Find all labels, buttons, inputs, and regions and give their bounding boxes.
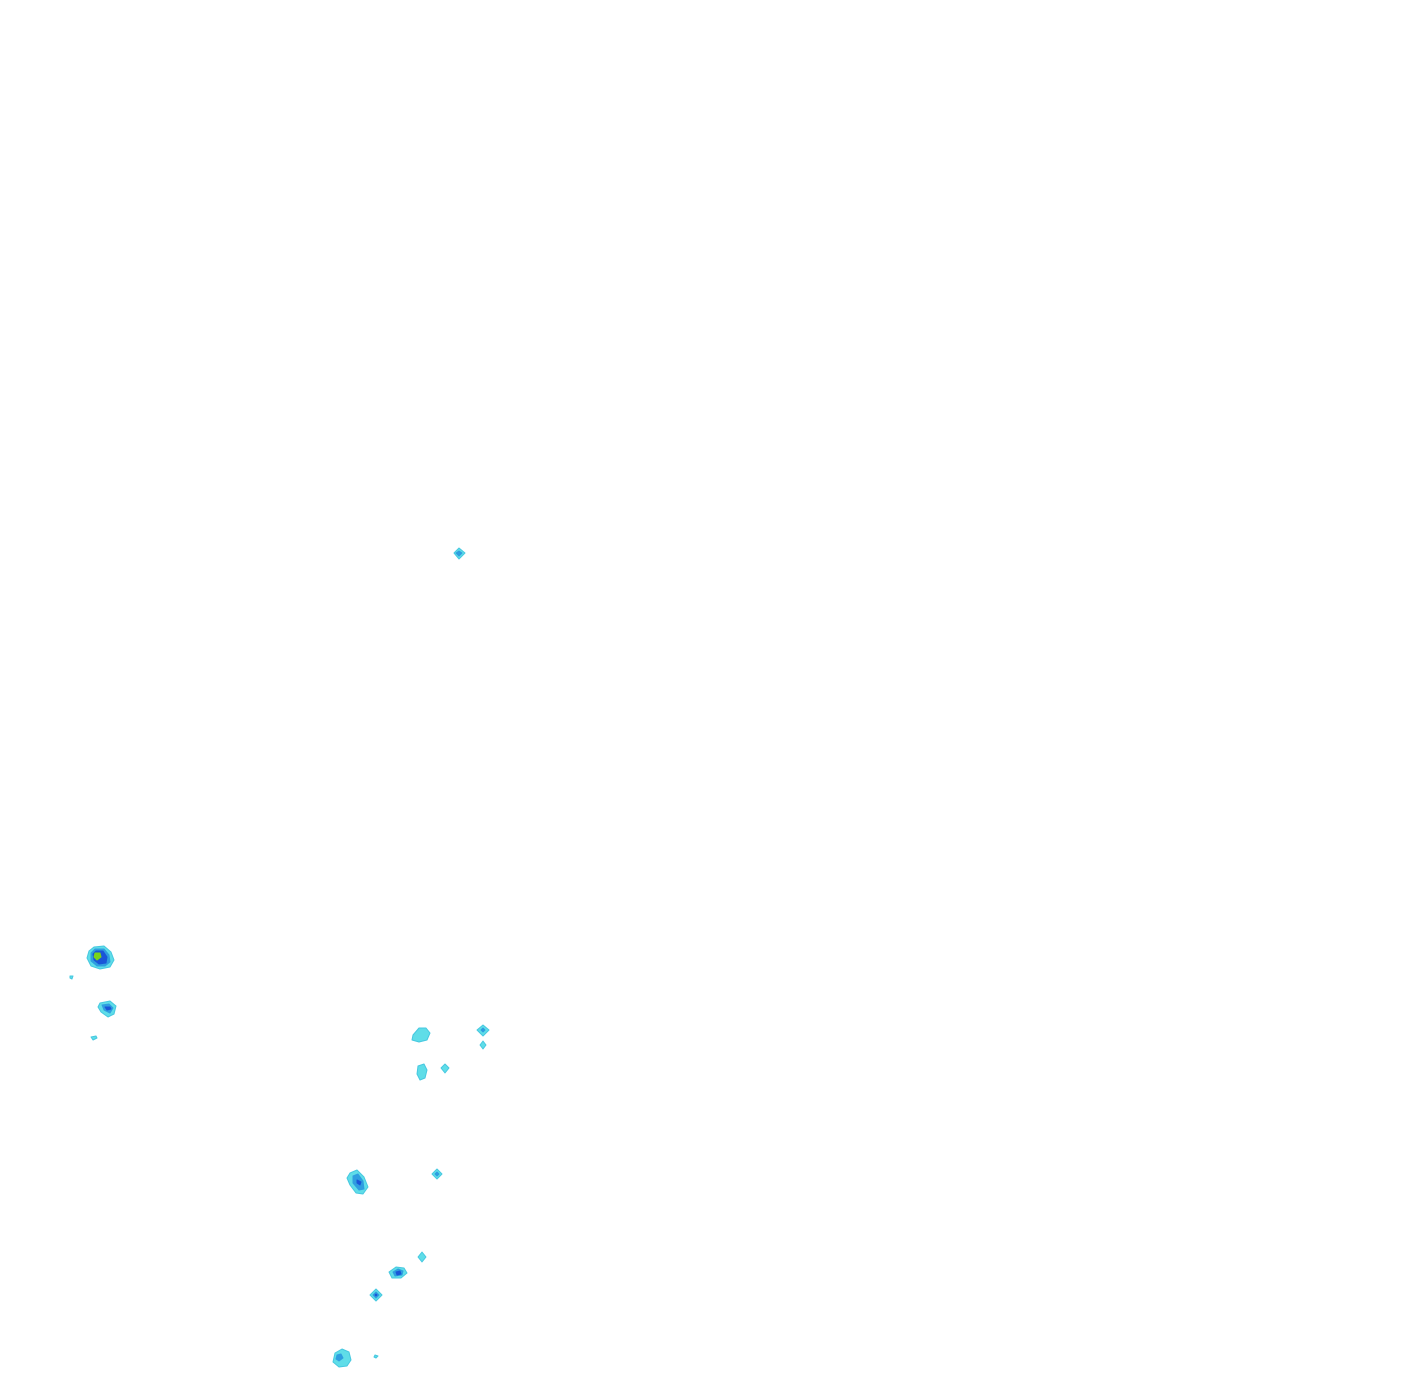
contour-polygon: [479, 1040, 487, 1050]
contour-polygon: [395, 1270, 402, 1276]
contour-polygon: [440, 1063, 450, 1074]
contour-cell: [346, 1169, 369, 1195]
contour-polygon: [69, 975, 74, 980]
contour-cell: [411, 1027, 431, 1043]
contour-cell: [90, 1035, 98, 1041]
contour-polygon: [374, 1293, 378, 1297]
contour-cell: [69, 975, 74, 980]
contour-cell: [476, 1024, 490, 1037]
contour-polygon: [411, 1027, 431, 1043]
contour-cell: [417, 1251, 427, 1263]
contour-cell: [440, 1063, 450, 1074]
contour-polygon: [335, 1353, 344, 1362]
contour-polygon: [416, 1063, 428, 1081]
contour-polygon: [455, 550, 463, 557]
contour-cell: [97, 1000, 117, 1018]
contour-polygon: [93, 952, 102, 961]
contour-cell: [453, 547, 466, 560]
contour-cell: [388, 1266, 408, 1279]
contour-cell: [332, 1348, 352, 1368]
contour-cell: [479, 1040, 487, 1050]
contour-polygon: [104, 1006, 112, 1011]
contour-cell: [431, 1168, 443, 1180]
contour-polygon: [356, 1179, 362, 1186]
contour-cell: [86, 945, 115, 970]
contour-polygon: [417, 1251, 427, 1263]
contour-cell: [369, 1288, 383, 1302]
contour-polygon: [373, 1354, 379, 1359]
contour-polygon: [434, 1171, 440, 1177]
contour-polygon: [90, 1035, 98, 1041]
contour-polygon: [480, 1027, 486, 1033]
contour-cell: [373, 1354, 379, 1359]
contour-cell: [416, 1063, 428, 1081]
